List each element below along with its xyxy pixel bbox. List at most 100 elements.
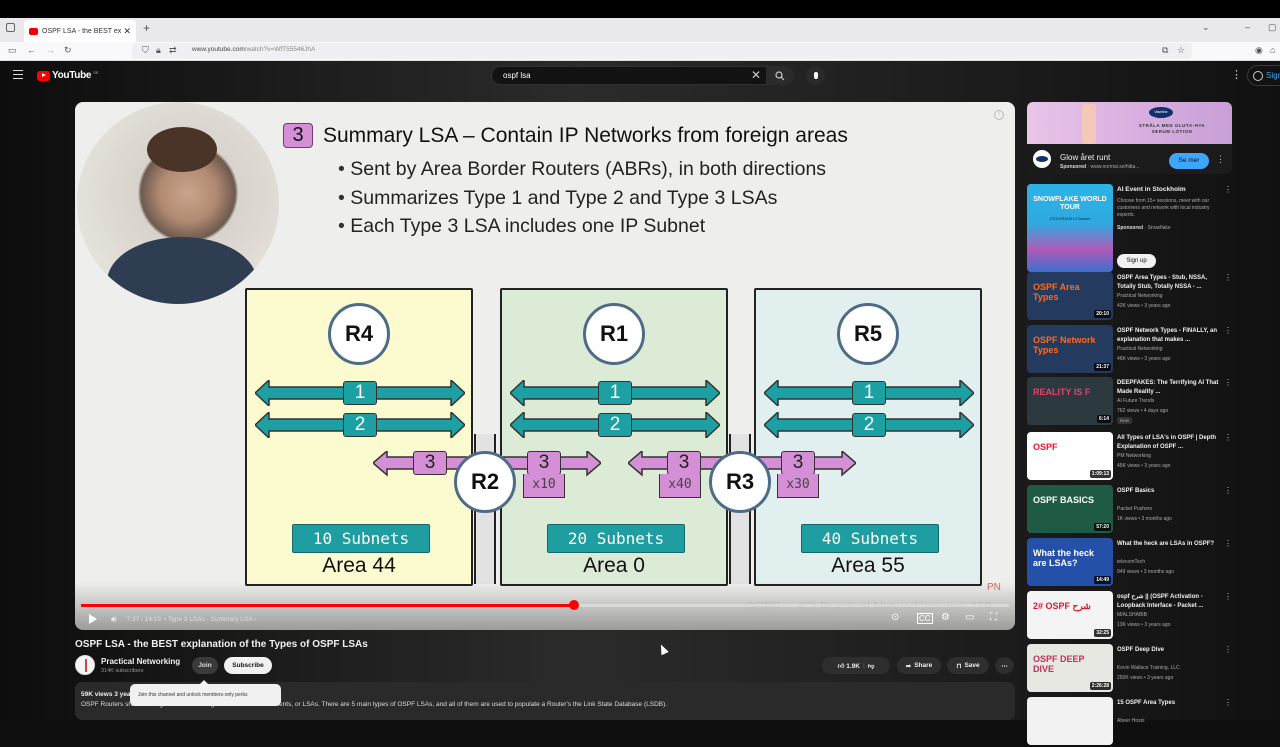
progress-bar[interactable] [81, 600, 1009, 610]
video-title[interactable]: 15 OSPF Area Types [1117, 700, 1176, 706]
reload-icon[interactable]: ↻ [64, 45, 72, 55]
video-title[interactable]: ospf شرح || (OSPF Activation - Loopback … [1117, 594, 1204, 609]
channel-name[interactable]: Packet Pushers [1117, 506, 1153, 512]
video-menu-kebab-icon[interactable]: ⋮ [1224, 698, 1232, 707]
back-icon[interactable]: ← [27, 45, 36, 55]
restore-icon[interactable]: ▢ [1268, 22, 1277, 32]
channel-name[interactable]: PM Networking [1117, 453, 1151, 459]
channel-avatar[interactable] [75, 655, 95, 675]
lock-icon[interactable]: 🔒︎ [156, 45, 161, 55]
channel-name[interactable]: Practical Networking [1117, 346, 1163, 352]
video-title[interactable]: OSPF Basics [1117, 488, 1155, 494]
video-menu-kebab-icon[interactable]: ⋮ [1224, 433, 1232, 442]
extensions-icon[interactable]: ⌂ [1270, 45, 1276, 55]
settings-kebab-icon[interactable]: ⋮ [1231, 69, 1242, 81]
video-title[interactable]: All Types of LSA's in OSPF | Depth Expla… [1117, 435, 1217, 450]
sign-in-button[interactable]: Sign in [1247, 65, 1280, 86]
volume-icon[interactable]: 🔊︎ [111, 613, 117, 624]
youtube-logo[interactable]: YouTube SE [37, 70, 99, 81]
channel-name[interactable]: telecomTech [1117, 559, 1146, 565]
autoplay-toggle[interactable]: ⊙ [891, 612, 900, 623]
play-icon[interactable] [89, 614, 97, 624]
video-title[interactable]: OSPF Area Types - Stub, NSSA, Totally St… [1117, 275, 1208, 290]
voice-search-button[interactable] [806, 66, 825, 85]
sidebar-ad-snowflake[interactable]: SNOWFLAKE WORLD TOUR STOCKHOLM 14 Octobe… [1027, 184, 1232, 272]
address-bar[interactable]: ⛉ 🔒︎ ⇄ ⧉ ☆ [132, 43, 1192, 59]
video-player[interactable]: i 3 Summary LSA – Contain IP Networks fr… [75, 102, 1015, 630]
hamburger-menu-icon[interactable] [13, 70, 23, 79]
join-button[interactable]: Join [192, 657, 218, 674]
video-title[interactable]: DEEPFAKES: The Terrifying AI That Made R… [1117, 380, 1219, 395]
video-title[interactable]: OSPF Network Types - FINALLY, an explana… [1117, 328, 1218, 343]
recommended-video[interactable]: What the heck are LSAs?14:49 What the hec… [1027, 538, 1232, 588]
channel-name[interactable]: Practical Networking [1117, 293, 1163, 299]
info-icon[interactable]: i [994, 110, 1004, 120]
bullet: Each Type 3 LSA includes one IP Subnet [338, 212, 826, 241]
permissions-icon[interactable]: ⇄ [169, 45, 177, 55]
forward-icon[interactable]: → [46, 45, 55, 55]
video-title[interactable]: OSPF Deep Dive [1117, 647, 1165, 653]
pip-icon[interactable]: ⧉ [1162, 45, 1169, 55]
ad-signup-button[interactable]: Sign up [1117, 254, 1156, 268]
progress-scrubber[interactable] [568, 600, 579, 610]
captions-icon[interactable]: CC [917, 613, 933, 624]
channel-name[interactable]: Kevin Wallace Training, LLC [1117, 665, 1180, 671]
share-button[interactable]: ➦Share [897, 657, 941, 674]
video-menu-kebab-icon[interactable]: ⋮ [1224, 539, 1232, 548]
video-menu-kebab-icon[interactable]: ⋮ [1224, 486, 1232, 495]
more-actions-button[interactable]: ⋯ [995, 657, 1014, 674]
ad-cta-button[interactable]: Se mer [1169, 153, 1209, 169]
tab-close-icon[interactable]: ✕ [123, 25, 131, 36]
channel-name[interactable]: Abeer Hosni [1117, 718, 1145, 724]
theater-mode-icon[interactable]: ▭ [965, 612, 975, 623]
bookmark-star-icon[interactable]: ☆ [1177, 45, 1186, 55]
browser-tab-active[interactable]: OSPF LSA - the BEST explanation ✕ [24, 20, 136, 42]
settings-gear-icon[interactable]: ⚙ [941, 612, 950, 623]
channel-name[interactable]: Practical Networking [101, 657, 181, 666]
video-menu-kebab-icon[interactable]: ⋮ [1224, 326, 1232, 335]
tab-list-icon[interactable] [6, 23, 15, 32]
account-icon[interactable]: ◉ [1255, 45, 1263, 55]
save-button[interactable]: ⊓Save [947, 657, 989, 674]
tracking-shield-icon[interactable]: ⛉ [142, 45, 149, 55]
new-tab-button[interactable]: + [143, 21, 151, 35]
video-menu-kebab-icon[interactable]: ⋮ [1224, 273, 1232, 282]
ad-menu-kebab-icon[interactable]: ⋮ [1224, 185, 1232, 194]
ad-menu-kebab-icon[interactable]: ⋮ [1216, 154, 1225, 164]
sidebar-ad-vaseline[interactable]: Vaseline STRÅLA MED GLUTA-HYA SERUM LOTI… [1027, 102, 1232, 174]
channel-name[interactable]: AI Future Trends [1117, 398, 1155, 404]
video-menu-kebab-icon[interactable]: ⋮ [1224, 645, 1232, 654]
clear-search-icon[interactable]: ✕ [750, 68, 761, 82]
video-thumbnail[interactable] [1027, 697, 1113, 745]
search-input[interactable]: ospf lsa ✕ [491, 66, 767, 85]
video-title[interactable]: What the heck are LSAs in OSPF? [1117, 541, 1215, 547]
tab-overflow-chevron-icon[interactable]: ⌄ [1202, 22, 1210, 32]
subscribe-button[interactable]: Subscribe [224, 657, 272, 674]
search-button[interactable] [766, 66, 794, 85]
chapter-link[interactable]: • Type 3 LSAs - Summary LSA › [164, 615, 257, 623]
channel-name[interactable]: M/ALSHABIB [1117, 612, 1148, 618]
video-menu-kebab-icon[interactable]: ⋮ [1224, 592, 1232, 601]
sidebar-toggle-icon[interactable]: ▭ [8, 45, 17, 55]
fullscreen-icon[interactable]: ⛶ [990, 612, 997, 623]
like-button[interactable]: 👍︎ 1.9K [837, 662, 860, 670]
dislike-button[interactable]: 👎︎ [867, 662, 875, 670]
video-thumbnail[interactable]: What the heck are LSAs?14:49 [1027, 538, 1113, 586]
minimize-icon[interactable]: – [1245, 22, 1251, 32]
video-menu-kebab-icon[interactable]: ⋮ [1224, 378, 1232, 387]
